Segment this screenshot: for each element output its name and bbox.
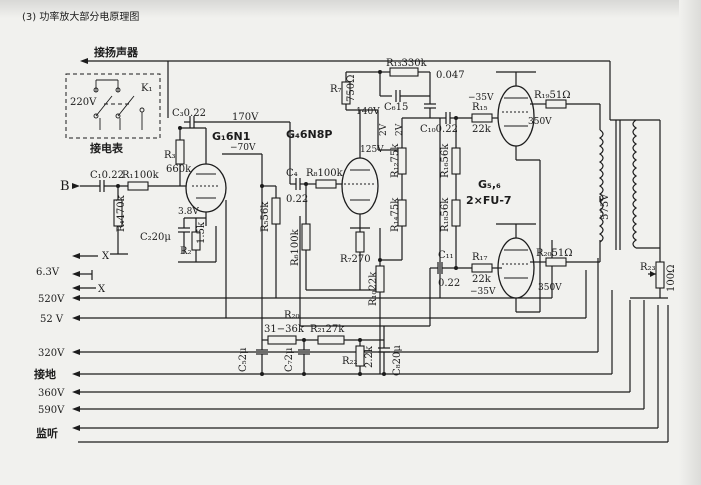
g1-plate-voltage: 170V — [232, 112, 259, 123]
r17-value: 22k — [472, 274, 492, 285]
r4-label: R₄470k — [116, 194, 127, 232]
input-x1-label: X — [102, 251, 110, 262]
r8-label: R₈100k — [306, 168, 344, 179]
rail-label-360v: 360V — [38, 388, 65, 399]
r2-label: R₂ — [180, 246, 192, 257]
rail-label-ground: 接地 — [34, 367, 56, 381]
c4-value: 0.22 — [286, 194, 308, 205]
g5-plate-voltage: 350V — [528, 117, 552, 127]
meter-label: 接电表 — [90, 141, 124, 155]
c047-label: 0.047 — [436, 70, 465, 81]
rail-label-320v: 320V — [38, 348, 65, 359]
scan-shadow — [0, 0, 701, 18]
r21-label: R₂₁27k — [310, 324, 345, 335]
r10-label: R₁₀22k — [368, 271, 379, 306]
r17-label: R₁₇ — [472, 252, 488, 263]
r15-value: 22k — [472, 124, 492, 135]
r19-label: R₁₉51Ω — [534, 90, 571, 101]
rail-label-590v: 590V — [38, 405, 65, 416]
transformer-voltage: 575V — [600, 193, 611, 220]
r23-value: 100Ω — [666, 265, 677, 292]
c3-label: C₃0.22 — [172, 108, 206, 119]
r1-label: R₁100k — [122, 170, 160, 181]
r13-label: R₁₃330k — [386, 58, 428, 69]
g6-grid-voltage: −35V — [470, 287, 496, 297]
r15-label: R₁₅ — [472, 102, 488, 113]
c8-label: C₈20μ — [392, 345, 403, 376]
r7-label: R₇ — [330, 84, 342, 95]
voltage-2v-b: 2V — [395, 123, 405, 136]
g4-plate-voltage-140: 140V — [356, 107, 380, 117]
r22-label: R₂₂ — [342, 356, 358, 367]
c6-label: C₆15 — [384, 102, 408, 113]
c5-label: C₅2μ — [238, 347, 249, 372]
input-x2-label: X — [98, 284, 106, 295]
g6-plate-voltage: 350V — [538, 283, 562, 293]
r14-label: R₁₄75k — [390, 197, 401, 232]
output-transformer — [598, 119, 661, 250]
tube-g56-type: 2×FU-7 — [466, 194, 512, 207]
r6-label: R₆100k — [290, 228, 301, 266]
r5-label: R₅56k — [260, 201, 271, 232]
speaker-label: 接扬声器 — [94, 45, 139, 59]
tube-g6 — [497, 237, 535, 299]
power-rails — [72, 240, 669, 443]
c4-label: C₄ — [286, 168, 298, 179]
tube-g5 — [497, 85, 535, 147]
g5-grid-voltage: −35V — [468, 93, 494, 103]
diagram-title: (3) 功率放大部分电原理图 — [22, 10, 139, 23]
c2-label: C₂20μ — [140, 232, 171, 243]
rk-label: R₇270 — [340, 254, 371, 265]
g4-plate-voltage: 125V — [360, 145, 384, 155]
r3-label: R₃ — [164, 150, 176, 161]
c11-label: C₁₁ — [438, 250, 454, 261]
r22-value: 2.2k — [364, 345, 375, 368]
r20o-label: R₂₀51Ω — [536, 248, 573, 259]
r18-label: R₁₈56k — [440, 197, 451, 232]
voltage-2v-a: 2V — [379, 123, 389, 136]
page-edge — [679, 0, 701, 485]
rail-label-monitor: 监听 — [36, 426, 58, 440]
tube-g4 — [341, 157, 379, 215]
rail-label-520v: 520V — [38, 294, 65, 305]
input-b-label: B — [60, 179, 70, 194]
r20-value: 31−36k — [264, 324, 305, 335]
tube-g1 — [185, 163, 227, 213]
c1-label: C₁0.22 — [90, 170, 124, 181]
rail-label-52v: 52 V — [40, 314, 64, 325]
c7-label: C₇2μ — [284, 347, 295, 372]
c11-value: 0.22 — [438, 278, 460, 289]
mains-voltage-label: 220V — [70, 97, 97, 108]
tube-g4-label: G₄6N8P — [286, 128, 332, 141]
r16-label: R₁₆56k — [440, 143, 451, 178]
r20-label: R₂₀ — [284, 310, 300, 321]
tube-g1-label: G₁6N1 — [212, 130, 250, 143]
tube-g56-label: G₅,₆ — [478, 178, 501, 191]
g1-grid-voltage: −70V — [230, 143, 256, 153]
g1-cathode-voltage: 3.8V — [178, 207, 199, 217]
r3-value: 660k — [166, 164, 192, 175]
r2-value: 1.5k — [196, 221, 207, 244]
r23-label: R₂₃ — [640, 262, 656, 273]
r12-label: R₁₂75k — [390, 143, 401, 178]
input-63v-label: 6.3V — [36, 267, 60, 278]
meter-switch-box — [65, 73, 161, 139]
c10-label: C₁₀0.22 — [420, 124, 458, 135]
switch-label: K₁ — [141, 83, 152, 94]
r7-value: 750Ω — [346, 75, 357, 102]
